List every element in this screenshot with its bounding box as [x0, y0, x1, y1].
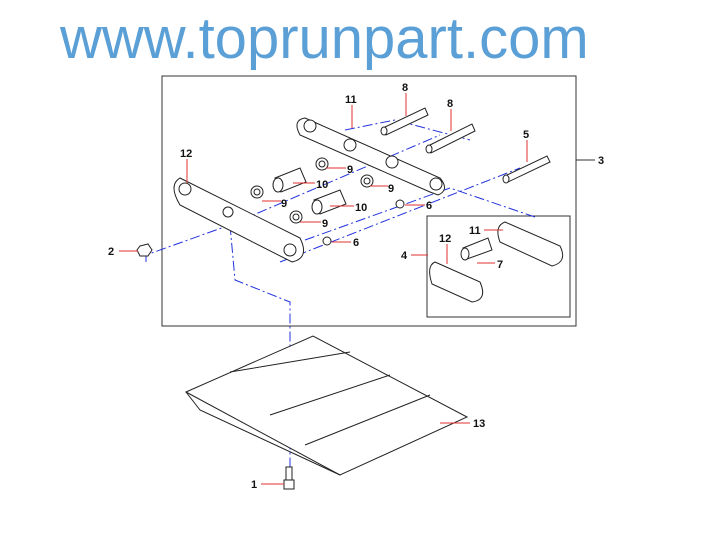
- callout-3: 3: [598, 155, 604, 167]
- callout-13: 13: [473, 418, 485, 430]
- callout-9: 9: [347, 164, 353, 176]
- track-shoes-13: [184, 335, 469, 476]
- callout-1: 1: [251, 479, 257, 491]
- callout-8: 8: [402, 82, 408, 94]
- callout-11: 11: [345, 94, 357, 106]
- track-link-12: [173, 177, 305, 263]
- track-chain-assembly-frame: [161, 75, 577, 327]
- master-link-parts: [429, 221, 564, 303]
- callout-9: 9: [281, 198, 287, 210]
- callout-6: 6: [353, 237, 359, 249]
- callout-10: 10: [316, 179, 328, 191]
- callout-2: 2: [108, 246, 114, 258]
- callout-8: 8: [447, 98, 453, 110]
- bushings: [272, 167, 493, 261]
- pins: [380, 107, 551, 184]
- callout-9: 9: [322, 218, 328, 230]
- callout-4: 4: [401, 250, 408, 262]
- callout-5: 5: [523, 129, 529, 141]
- callout-9: 9: [388, 183, 394, 195]
- leader-lines: [119, 93, 595, 485]
- callout-11: 11: [469, 225, 481, 237]
- callout-12: 12: [180, 148, 192, 160]
- track-link-11: [296, 117, 445, 196]
- seals-and-washers: [250, 157, 405, 246]
- callout-6: 6: [426, 200, 432, 212]
- bolt-1: [283, 466, 295, 490]
- callout-12: 12: [439, 233, 451, 245]
- master-link-inset-frame: [426, 215, 571, 318]
- nut-2: [136, 243, 153, 257]
- callout-labels: 8 8 11 5 12 9 10 9 9 10 9 6 6 3 2 4 11 1…: [108, 82, 604, 491]
- callout-10: 10: [355, 202, 367, 214]
- watermark: www.toprunpart.com: [59, 6, 589, 71]
- callout-7: 7: [497, 259, 503, 271]
